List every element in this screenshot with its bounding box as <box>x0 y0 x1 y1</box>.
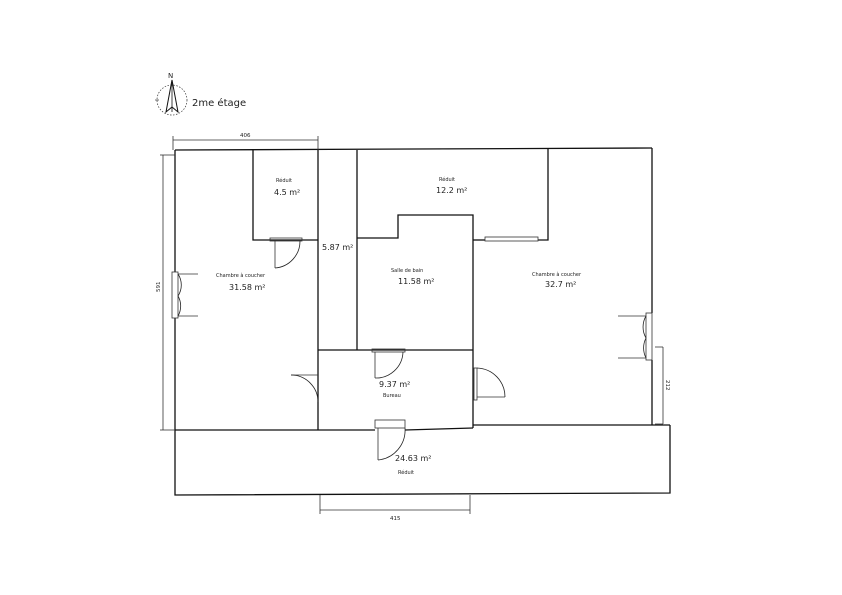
room-area: 11.58 m² <box>398 277 434 286</box>
room-area: 24.63 m² <box>395 454 431 463</box>
room-area: 9.37 m² <box>379 380 410 389</box>
room-area: 32.7 m² <box>545 280 576 289</box>
room-name: Réduit <box>276 177 292 184</box>
dimension-left: 591 <box>156 282 162 293</box>
room-name: Réduit <box>398 469 414 476</box>
room-area: 31.58 m² <box>229 283 265 292</box>
dimension-right: 212 <box>664 380 670 391</box>
room-name: Réduit <box>439 176 455 183</box>
room-name: Chambre à coucher <box>216 272 266 279</box>
doors <box>171 236 653 461</box>
floor-title: 2me étage <box>192 97 246 109</box>
room-area: 4.5 m² <box>274 188 300 197</box>
room-name: Bureau <box>383 393 401 399</box>
dimension-lines <box>160 136 664 514</box>
compass-north-label: N <box>168 72 173 80</box>
dimension-bottom: 415 <box>390 516 401 522</box>
room-name: Salle de bain <box>391 268 423 274</box>
dimension-top: 406 <box>240 133 251 139</box>
walls <box>174 147 671 496</box>
north-arrow-icon <box>155 79 188 116</box>
room-area: 12.2 m² <box>436 186 467 195</box>
room-area: 5.87 m² <box>322 243 353 252</box>
room-name: Chambre à coucher <box>532 271 582 278</box>
